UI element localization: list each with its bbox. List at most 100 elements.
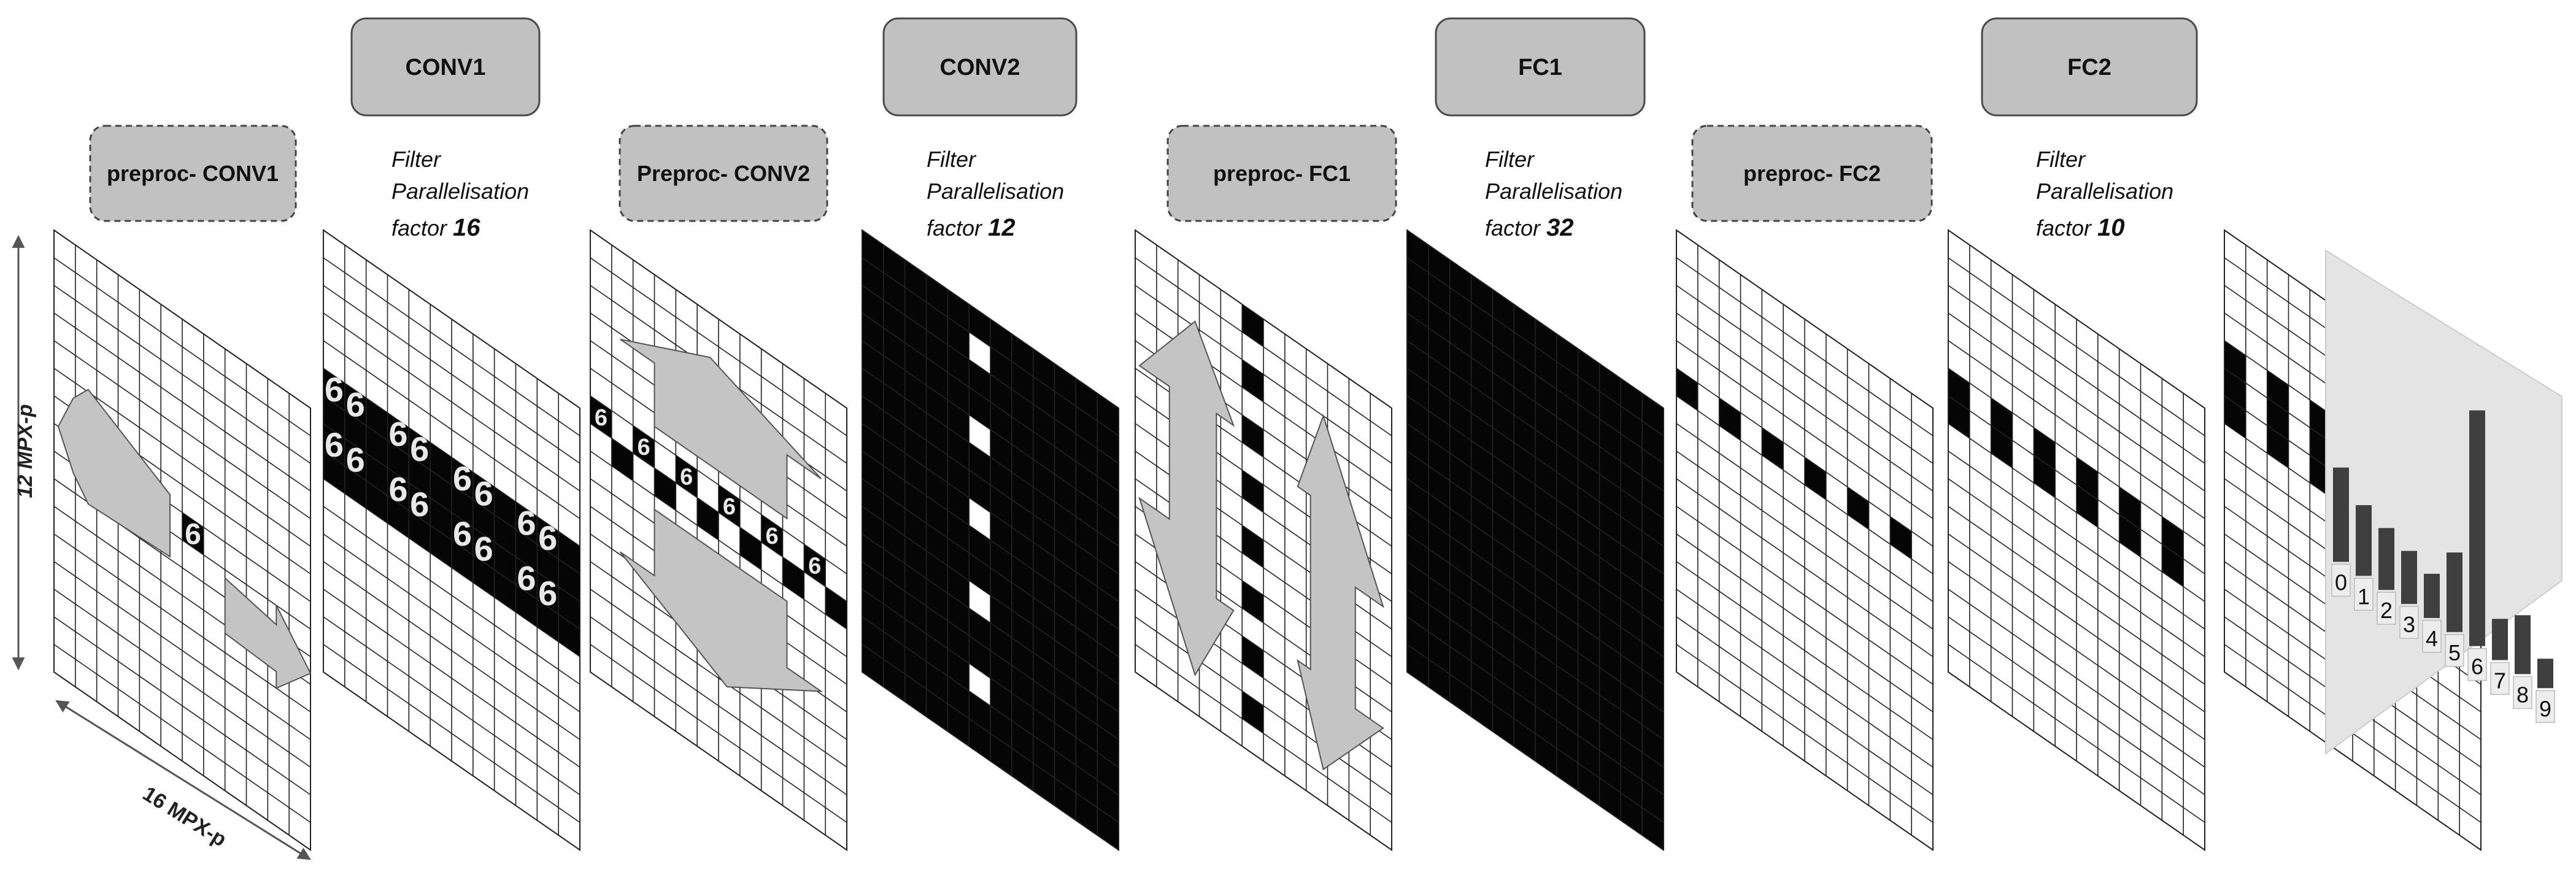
dark-cell (947, 344, 970, 387)
layer-box-fc2: FC2 (1981, 17, 2198, 117)
dark-cell (1054, 474, 1076, 517)
dark-cell (323, 451, 345, 494)
dark-cell (1492, 289, 1514, 332)
dark-cell (1621, 792, 1643, 835)
filter-note-conv2: Filter Parallelisation factor 12 (927, 147, 1064, 241)
grid-line (590, 450, 847, 630)
dark-cell (1471, 440, 1493, 483)
dark-cell (1514, 718, 1535, 761)
filter-factor-value: 32 (1546, 214, 1574, 241)
preproc-box-fc2: preproc- FC2 (1691, 125, 1933, 222)
dark-cell (1621, 709, 1643, 752)
dark-cell (387, 440, 409, 483)
dark-cell (1449, 425, 1471, 468)
dark-cell (1492, 620, 1514, 663)
dark-cell (862, 396, 884, 439)
digit-glyph: 6 (325, 425, 344, 464)
digit-glyph: 6 (680, 465, 693, 490)
dark-cell (1556, 665, 1578, 708)
dark-cell (883, 411, 905, 454)
dark-cell (1428, 659, 1450, 702)
digit-glyph: 6 (453, 514, 472, 553)
dark-cell (1011, 693, 1033, 736)
dark-cell (862, 506, 884, 549)
dark-cell (1449, 370, 1471, 413)
grid-line (323, 671, 580, 851)
dark-cell (990, 568, 1012, 611)
dark-cell (1556, 527, 1578, 570)
dark-cell (1492, 455, 1514, 498)
grid-line (1406, 340, 1664, 519)
dark-cell (926, 633, 948, 676)
dark-cell (1033, 597, 1055, 640)
dark-cell (969, 552, 990, 595)
dark-cell (1054, 640, 1076, 682)
digit-glyph: 6 (517, 504, 536, 543)
dark-cell (947, 703, 970, 746)
dark-cell (472, 555, 495, 598)
dark-cell (1599, 640, 1621, 682)
dark-cell (1076, 406, 1098, 449)
grid-line (1676, 506, 1934, 685)
dark-cell (1097, 531, 1119, 574)
dark-cell (1449, 536, 1471, 579)
dark-cell (862, 368, 884, 411)
dark-cell (947, 648, 970, 691)
dark-cell (1514, 387, 1535, 430)
dark-cell (1599, 722, 1621, 765)
grid-line (1406, 616, 1664, 795)
dark-cell (1033, 570, 1055, 613)
feature-plane (1406, 229, 1664, 851)
grid-line (323, 395, 580, 574)
dark-cell (1621, 571, 1643, 614)
dark-cell (947, 565, 970, 608)
dark-cell (1033, 763, 1055, 806)
dark-cell (926, 551, 948, 593)
grid-line (1676, 478, 1934, 657)
dark-cell (1011, 500, 1033, 543)
dark-cell (2034, 427, 2056, 470)
class-label-tile (2422, 620, 2442, 653)
grid-line (590, 671, 847, 851)
dark-cell (1535, 623, 1557, 666)
dark-cell (558, 614, 580, 657)
dark-cell (969, 635, 990, 678)
grid-line (862, 340, 1119, 519)
output-panel-background (2325, 249, 2563, 755)
dark-cell (947, 372, 970, 415)
dark-cell (1407, 589, 1429, 632)
dark-cell (537, 516, 559, 559)
dark-cell (344, 466, 366, 509)
grid-line (323, 285, 580, 464)
grid-line (323, 616, 580, 795)
grid-line (1948, 368, 2205, 547)
digit-glyph: 6 (766, 524, 779, 549)
dark-cell (409, 455, 431, 498)
digit-glyph: 6 (346, 440, 365, 479)
dark-cell (1642, 779, 1664, 822)
digit-glyph: 6 (346, 385, 365, 423)
dark-cell (1449, 260, 1471, 303)
dark-cell (904, 619, 927, 662)
grid-line (1948, 506, 2205, 685)
dark-cell (1054, 391, 1076, 434)
preproc-box-label: preproc- CONV1 (107, 161, 279, 186)
dark-cell (1642, 697, 1664, 740)
output-score-bar (2515, 615, 2531, 674)
dark-cell (472, 500, 495, 543)
dark-cell (1471, 689, 1493, 732)
grid-line (590, 589, 847, 768)
dark-cell (969, 525, 990, 568)
dark-cell (1578, 459, 1600, 502)
dark-cell (1535, 512, 1557, 555)
dark-cell (739, 527, 762, 570)
grid-line (862, 395, 1119, 574)
filter-note-line3: factor (927, 215, 988, 241)
layer-box-label: FC2 (2067, 55, 2111, 80)
dark-cell (2224, 396, 2246, 439)
dark-cell (1242, 635, 1263, 678)
dark-cell (1578, 680, 1600, 723)
